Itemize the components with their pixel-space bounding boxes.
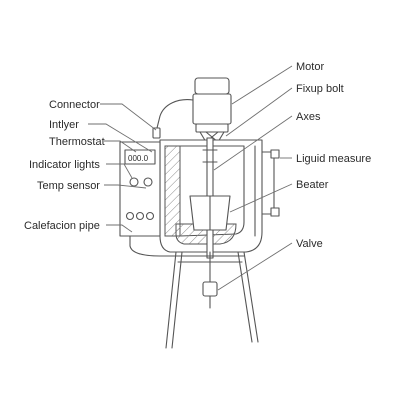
thermostat-display-value: 000.0: [128, 154, 149, 163]
label-calefacion-pipe: Calefacion pipe: [24, 220, 100, 232]
label-beater: Beater: [296, 179, 329, 191]
connector: [152, 127, 161, 139]
temp-sensor-knob-3: [145, 211, 155, 221]
leader-lines-left: [88, 103, 157, 233]
temp-sensor-knob-2: [135, 211, 145, 221]
control-box: 000.0: [119, 141, 161, 237]
connector-cable: [156, 99, 194, 129]
indicator-light-right: [143, 177, 153, 187]
label-axes: Axes: [296, 111, 321, 123]
label-motor: Motor: [296, 61, 324, 73]
label-liquid-measure: Liguid measure: [296, 153, 371, 165]
stand-legs: [165, 251, 259, 349]
temp-sensor-knob-1: [125, 211, 135, 221]
label-indicator-lights: Indicator lights: [29, 159, 100, 171]
beater: [189, 195, 231, 231]
calefacion-pipe: [129, 235, 245, 257]
valve: [202, 251, 218, 309]
leader-lines-right: [213, 65, 293, 291]
label-valve: Valve: [296, 238, 323, 250]
thermostat-display: [124, 149, 156, 165]
indicator-light-left: [129, 177, 139, 187]
label-thermostat: Thermostat: [49, 136, 105, 148]
liquid-measure-tube: [261, 149, 280, 217]
label-intlyer: Intlyer: [49, 119, 79, 131]
label-fixup-bolt: Fixup bolt: [296, 83, 344, 95]
label-connector: Connector: [49, 99, 100, 111]
label-temp-sensor: Temp sensor: [37, 180, 100, 192]
motor: [192, 77, 232, 143]
